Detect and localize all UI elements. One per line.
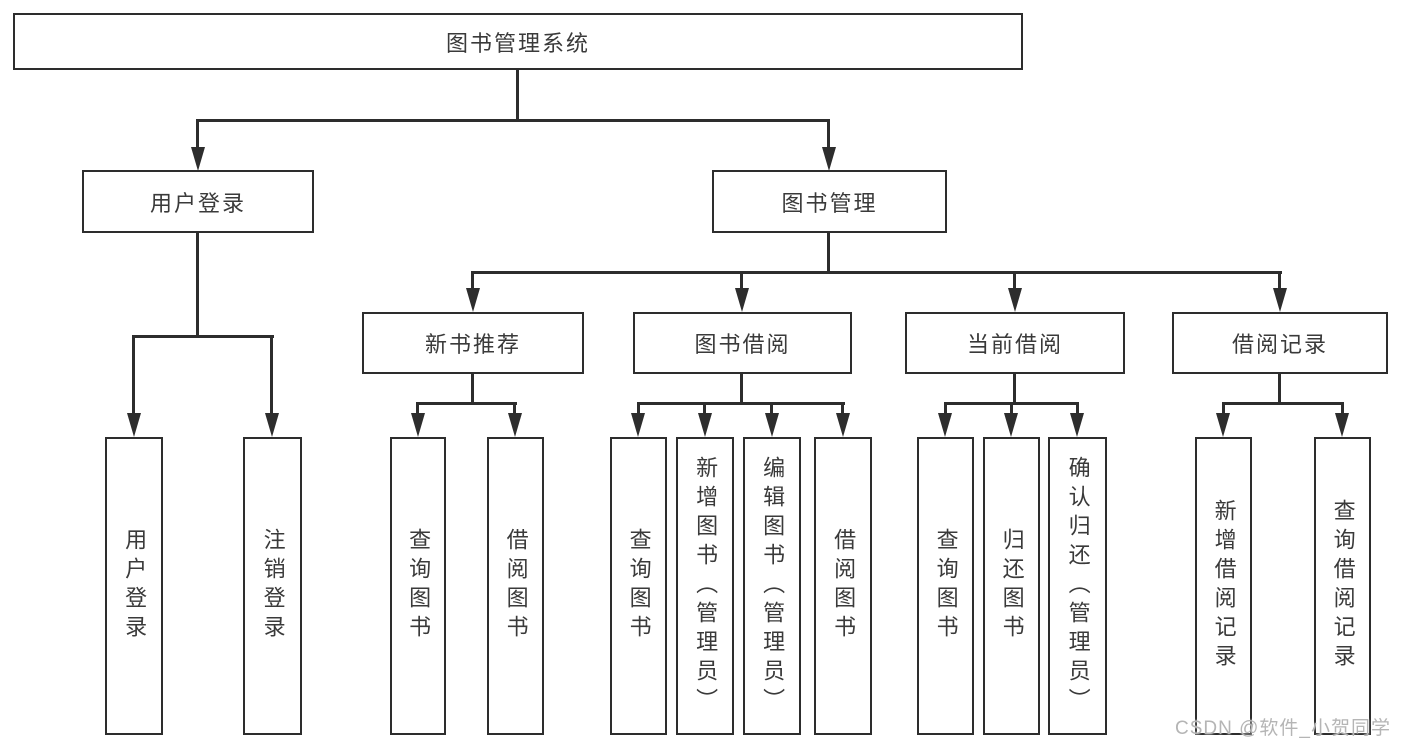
connector-line: [197, 119, 830, 122]
arrowhead-down-icon: [1004, 413, 1018, 437]
node-library-management-system: 图书管理系统: [13, 13, 1023, 70]
connector-line: [1341, 402, 1344, 414]
connector-line: [1222, 402, 1344, 405]
arrowhead-down-icon: [631, 413, 645, 437]
connector-line: [1278, 271, 1281, 290]
arrowhead-down-icon: [127, 413, 141, 437]
node-label: 归还图书: [999, 528, 1025, 644]
arrowhead-down-icon: [466, 288, 480, 312]
connector-line: [416, 402, 517, 405]
node-label: 图书借阅: [694, 332, 791, 357]
node-label: 编辑图书（管理员）: [760, 455, 786, 717]
connector-line: [471, 271, 1282, 274]
leaf-query-books-borrowing: 查询图书: [610, 437, 667, 735]
node-label: 借阅记录: [1231, 332, 1328, 357]
node-borrowing-records: 借阅记录: [1172, 312, 1388, 374]
connector-line: [944, 402, 947, 414]
node-label: 查询图书: [933, 528, 959, 644]
node-label: 确认归还（管理员）: [1065, 455, 1091, 717]
leaf-query-books-current: 查询图书: [917, 437, 974, 735]
connector-line: [196, 119, 199, 149]
csdn-watermark: CSDN @软件_小贺同学: [1175, 718, 1391, 739]
connector-line: [740, 271, 743, 290]
node-label: 用户登录: [149, 190, 246, 216]
node-user-login: 用户登录: [82, 170, 314, 233]
arrowhead-down-icon: [822, 147, 836, 171]
leaf-edit-book-admin: 编辑图书（管理员）: [743, 437, 801, 735]
connector-line: [516, 69, 519, 121]
connector-line: [1010, 402, 1013, 414]
connector-line: [1278, 372, 1281, 404]
leaf-query-books-recommend: 查询图书: [390, 437, 446, 735]
connector-line: [770, 402, 773, 414]
arrowhead-down-icon: [1273, 288, 1287, 312]
connector-line: [1076, 402, 1079, 414]
connector-line: [270, 335, 273, 415]
leaf-logout-login: 注销登录: [243, 437, 302, 735]
node-label: 新增图书（管理员）: [693, 455, 719, 717]
node-book-borrowing: 图书借阅: [633, 312, 852, 374]
connector-line: [132, 335, 135, 415]
node-label: 注销登录: [260, 528, 286, 644]
node-new-book-recommend: 新书推荐: [362, 312, 584, 374]
connector-line: [1013, 372, 1016, 404]
node-label: 查询图书: [626, 528, 652, 644]
arrowhead-down-icon: [698, 413, 712, 437]
arrowhead-down-icon: [938, 413, 952, 437]
node-label: 新增借阅记录: [1211, 499, 1237, 673]
arrowhead-down-icon: [1008, 288, 1022, 312]
arrowhead-down-icon: [265, 413, 279, 437]
arrowhead-down-icon: [1216, 413, 1230, 437]
node-label: 当前借阅: [966, 332, 1063, 357]
connector-line: [827, 231, 830, 273]
leaf-borrow-books-borrowing: 借阅图书: [814, 437, 872, 735]
arrowhead-down-icon: [735, 288, 749, 312]
leaf-confirm-return-admin: 确认归还（管理员）: [1048, 437, 1107, 735]
node-label: 图书管理系统: [445, 30, 590, 56]
connector-line: [471, 372, 474, 404]
node-current-borrowing: 当前借阅: [905, 312, 1125, 374]
connector-line: [133, 335, 274, 338]
connector-line: [471, 271, 474, 290]
connector-line: [1013, 271, 1016, 290]
node-label: 借阅图书: [503, 528, 529, 644]
arrowhead-down-icon: [765, 413, 779, 437]
connector-line: [513, 402, 516, 414]
connector-line: [1222, 402, 1225, 414]
connector-line: [416, 402, 419, 414]
leaf-borrow-books-recommend: 借阅图书: [487, 437, 544, 735]
arrowhead-down-icon: [191, 147, 205, 171]
node-label: 查询图书: [406, 528, 432, 644]
arrowhead-down-icon: [836, 413, 850, 437]
node-book-management: 图书管理: [712, 170, 947, 233]
leaf-add-borrow-record: 新增借阅记录: [1195, 437, 1252, 735]
arrowhead-down-icon: [1070, 413, 1084, 437]
connector-line: [196, 231, 199, 337]
arrowhead-down-icon: [508, 413, 522, 437]
leaf-user-login: 用户登录: [105, 437, 163, 735]
connector-line: [637, 402, 845, 405]
node-label: 用户登录: [122, 528, 148, 644]
connector-line: [703, 402, 706, 414]
leaf-query-borrow-record: 查询借阅记录: [1314, 437, 1371, 735]
connector-line: [637, 402, 640, 414]
node-label: 查询借阅记录: [1330, 499, 1356, 673]
arrowhead-down-icon: [1335, 413, 1349, 437]
connector-line: [841, 402, 844, 414]
leaf-add-book-admin: 新增图书（管理员）: [676, 437, 734, 735]
arrowhead-down-icon: [411, 413, 425, 437]
node-label: 新书推荐: [424, 332, 521, 357]
connector-line: [740, 372, 743, 404]
node-label: 借阅图书: [831, 528, 857, 644]
node-label: 图书管理: [781, 190, 878, 216]
connector-line: [827, 119, 830, 149]
leaf-return-books: 归还图书: [983, 437, 1040, 735]
